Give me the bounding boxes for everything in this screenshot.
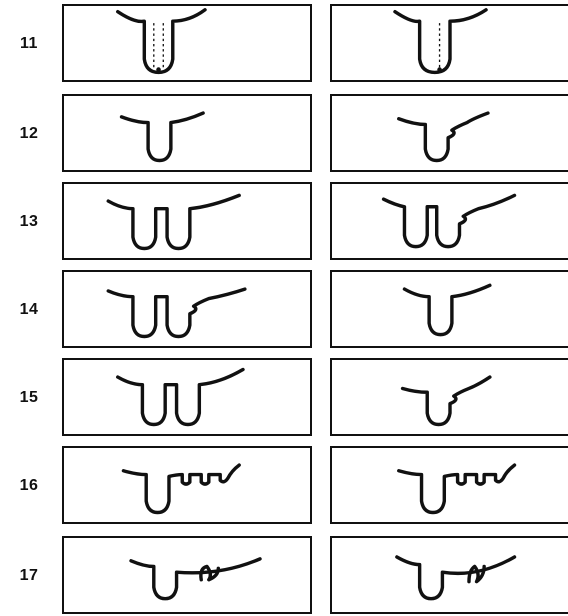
ear-notch-split	[332, 96, 568, 170]
ear-diagram-left	[62, 182, 312, 260]
figure-row-11: 11	[0, 4, 568, 84]
figure-row-17: 17	[0, 536, 568, 616]
ear-notch	[332, 272, 568, 346]
ear-diagram-right	[330, 270, 568, 348]
row-number: 15	[0, 389, 58, 407]
ear-notch-v-mark	[332, 538, 568, 612]
ear-double-notch-split	[64, 272, 310, 346]
figure-row-16: 16	[0, 446, 568, 526]
ear-diagram-left	[62, 94, 312, 172]
ear-diagram-right	[330, 182, 568, 260]
figure-row-13: 13	[0, 182, 568, 262]
ear-notch-dotted-double	[64, 6, 310, 80]
ear-diagram-right	[330, 358, 568, 436]
ear-diagram-left	[62, 536, 312, 614]
row-number: 11	[0, 35, 58, 53]
ear-diagram-left	[62, 358, 312, 436]
ear-diagram-left	[62, 270, 312, 348]
row-number: 14	[0, 301, 58, 319]
ear-double-notch	[64, 360, 310, 434]
row-number: 17	[0, 567, 58, 585]
ear-notch-v-mark	[64, 538, 310, 612]
figure-row-14: 14	[0, 270, 568, 350]
ear-diagram-left	[62, 4, 312, 82]
ear-notch-small-notches	[64, 448, 310, 522]
ear-double-notch	[64, 184, 310, 258]
row-number: 16	[0, 477, 58, 495]
ear-notch-dotted-single	[332, 6, 568, 80]
figure-row-12: 12	[0, 94, 568, 174]
figure-row-15: 15	[0, 358, 568, 438]
row-number: 13	[0, 213, 58, 231]
ear-diagram-left	[62, 446, 312, 524]
row-number: 12	[0, 125, 58, 143]
ear-notch-split	[332, 360, 568, 434]
ear-notch-small-notches	[332, 448, 568, 522]
ear-double-notch-split	[332, 184, 568, 258]
ear-notch	[64, 96, 310, 170]
ear-diagram-right	[330, 536, 568, 614]
ear-diagram-right	[330, 4, 568, 82]
ear-diagram-right	[330, 446, 568, 524]
ear-diagram-right	[330, 94, 568, 172]
